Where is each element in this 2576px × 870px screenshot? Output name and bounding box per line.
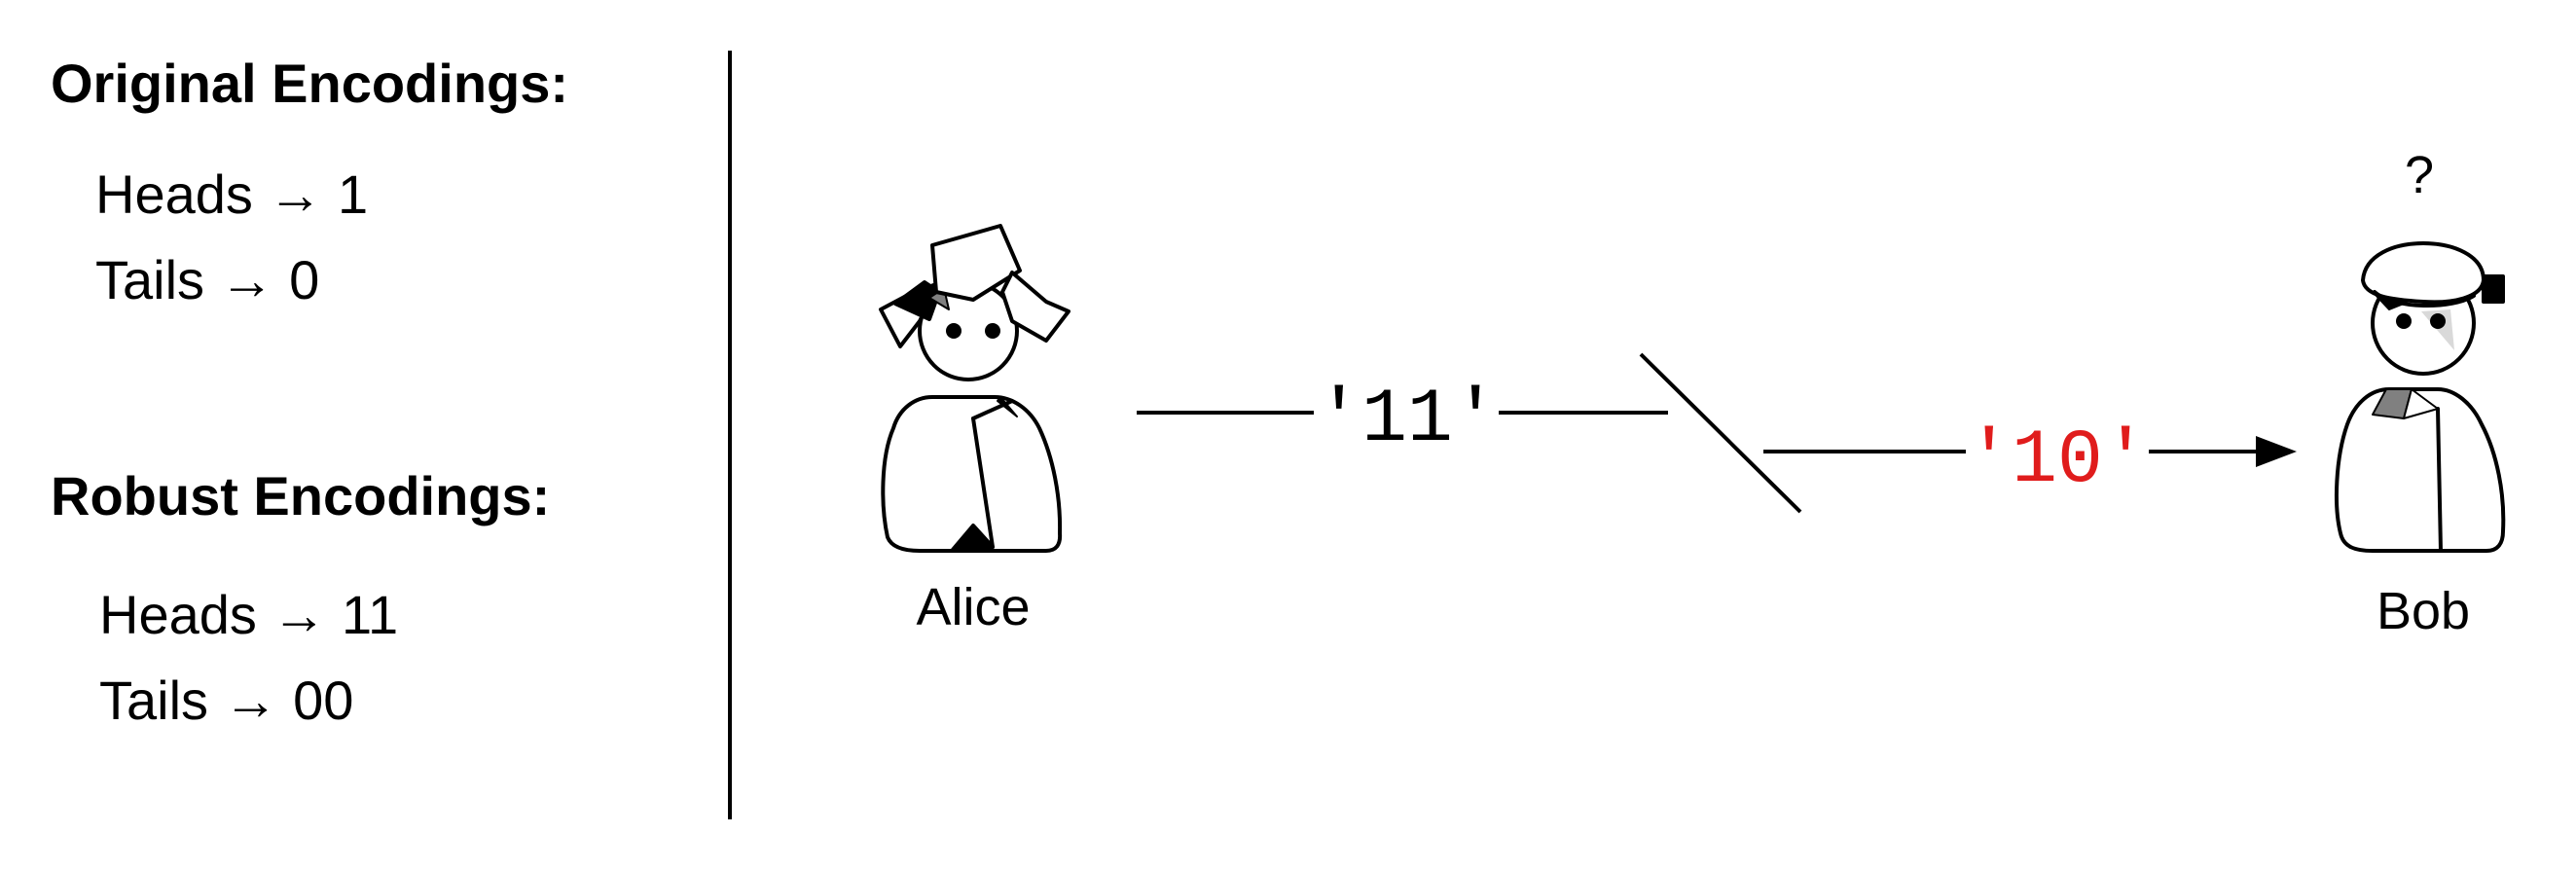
bob-label: Bob bbox=[2376, 582, 2470, 640]
robust-heads-encoding: Heads → 11 bbox=[99, 584, 399, 645]
bob-question-mark: ? bbox=[2405, 146, 2434, 204]
alice-label: Alice bbox=[916, 578, 1030, 636]
original-tails-encoding: Tails → 0 bbox=[95, 249, 320, 310]
sent-message: '11' bbox=[1316, 378, 1498, 463]
robust-tails-encoding: Tails → 00 bbox=[99, 670, 354, 731]
bob-figure bbox=[2334, 241, 2506, 553]
received-message: '10' bbox=[1966, 418, 2148, 504]
robust-encodings-heading: Robust Encodings: bbox=[51, 465, 551, 526]
original-heads-encoding: Heads → 1 bbox=[95, 163, 369, 225]
alice-figure bbox=[879, 224, 1070, 553]
original-encodings-heading: Original Encodings: bbox=[51, 53, 569, 114]
channel-break bbox=[1639, 352, 1802, 514]
arrow-head-icon bbox=[2256, 436, 2297, 467]
